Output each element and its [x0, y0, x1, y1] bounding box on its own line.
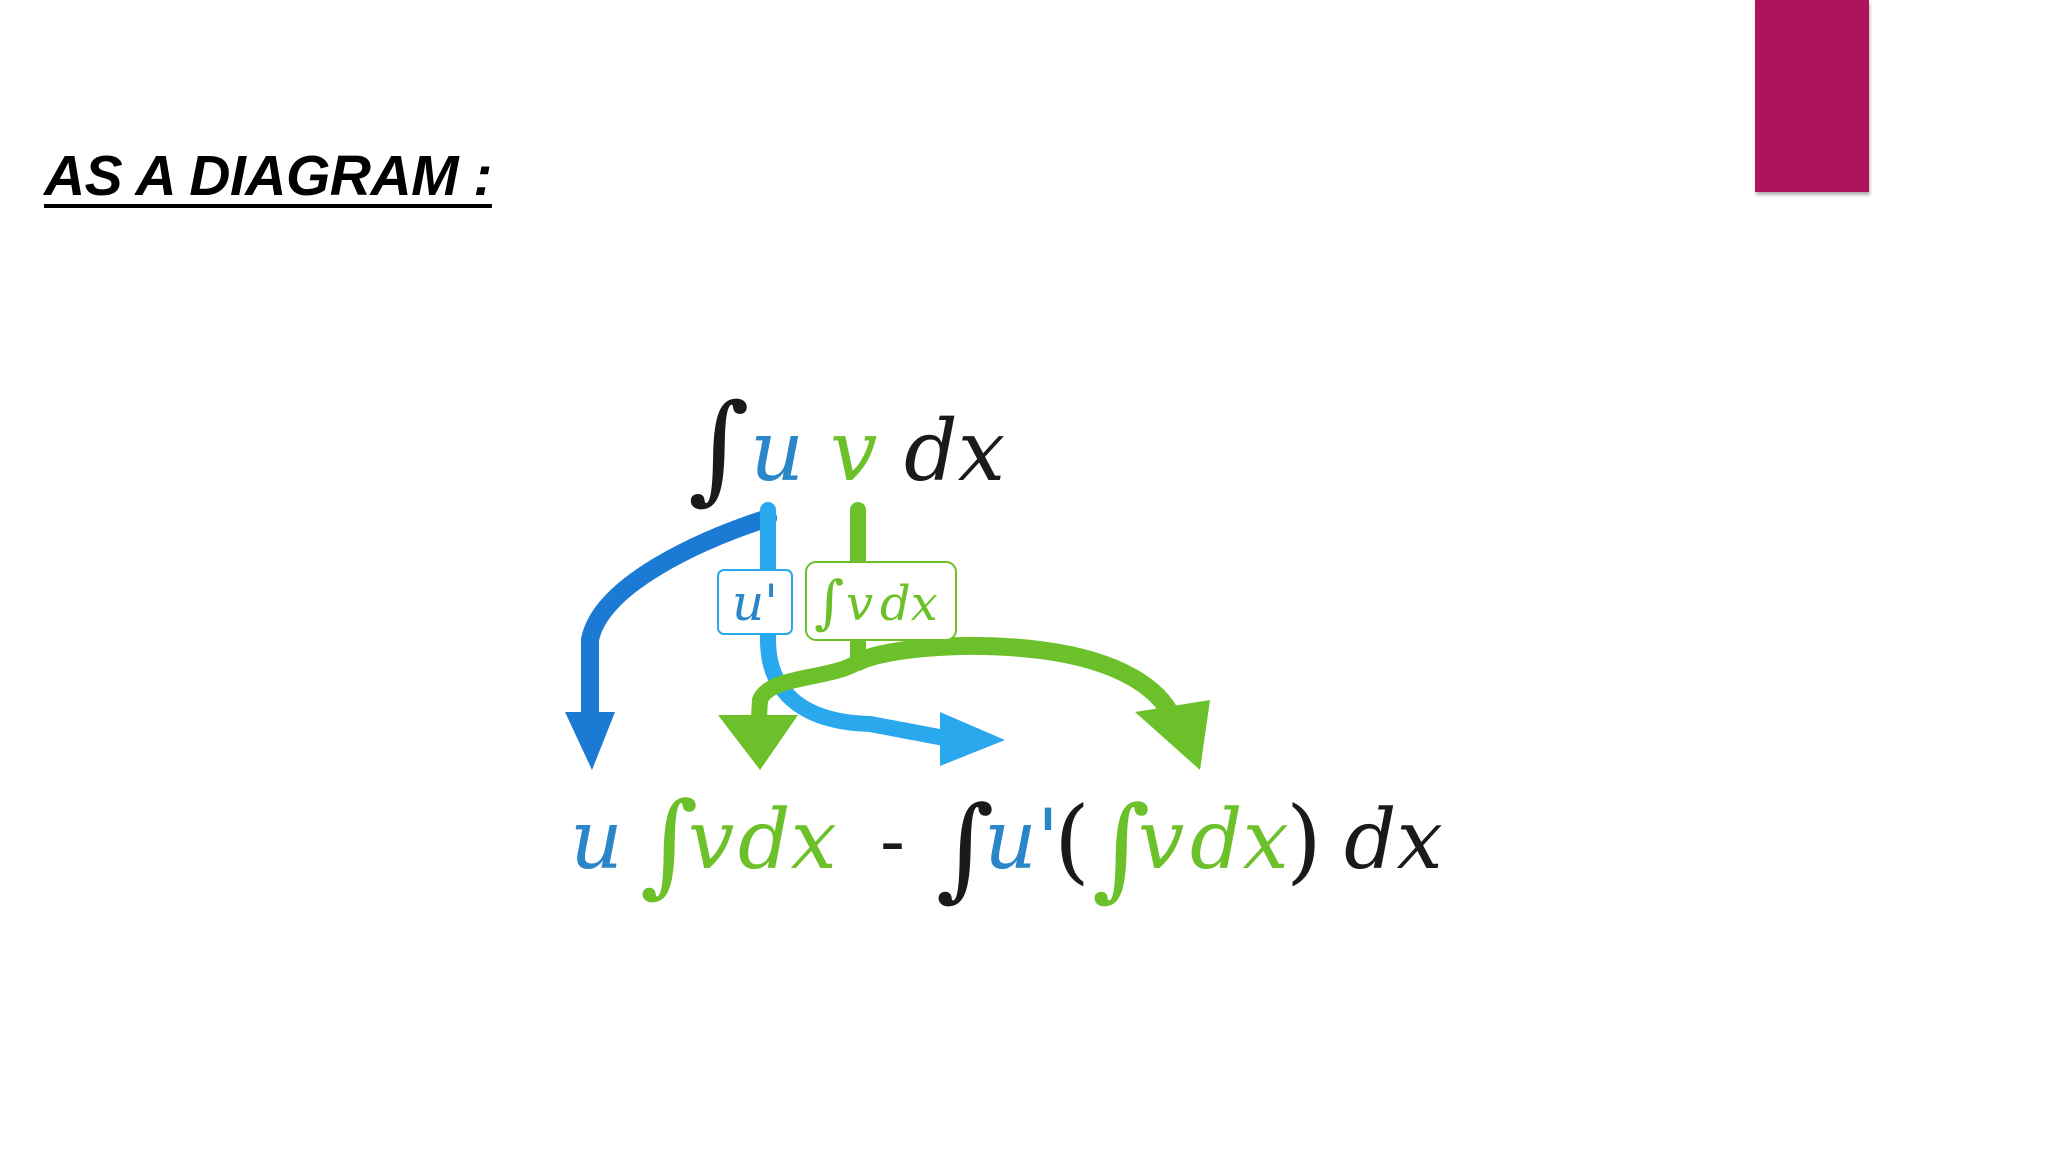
result-v-1: v — [688, 793, 734, 888]
arrowhead-v-right — [1135, 700, 1210, 770]
result-integral-1: ∫ — [640, 779, 698, 909]
top-u: u — [750, 402, 804, 500]
result-dx-3: dx — [1344, 793, 1443, 888]
result-v-2: v — [1138, 793, 1184, 888]
arrowhead-u-to-u — [565, 712, 615, 770]
top-integral-sign: ∫ — [688, 378, 749, 516]
result-open-paren: ( — [1054, 787, 1090, 894]
arrow-v-to-int-v-dx-right — [849, 636, 1184, 734]
int-v-dx-box-dx: dx — [880, 576, 938, 632]
top-v: v — [830, 402, 877, 500]
arrow-u-to-u — [581, 509, 777, 724]
result-dx-2: dx — [1190, 793, 1289, 888]
result-integral-3: ∫ — [1092, 783, 1150, 913]
u-prime-label: u' — [732, 574, 778, 632]
int-v-dx-box-integral: ∫ — [814, 568, 844, 636]
int-v-dx-box — [805, 561, 957, 641]
result-dx-1: dx — [738, 793, 837, 888]
top-dx: dx — [904, 402, 1005, 500]
result-u: u — [570, 793, 623, 888]
result-minus: - — [880, 798, 905, 884]
result-u-prime: u' — [984, 793, 1059, 888]
u-prime-box — [717, 569, 793, 635]
result-integral-2: ∫ — [936, 783, 994, 913]
accent-bar — [1755, 0, 1869, 192]
arrow-u-to-u-prime — [760, 502, 963, 748]
arrow-v-to-int-v-dx-left — [750, 654, 866, 743]
slide-title: AS A DIAGRAM : — [44, 144, 492, 208]
result-close-paren: ) — [1286, 787, 1322, 894]
arrowhead-v-left — [718, 715, 798, 770]
arrowhead-u-to-u-prime — [940, 712, 1005, 766]
int-v-dx-box-v: v — [846, 576, 873, 632]
